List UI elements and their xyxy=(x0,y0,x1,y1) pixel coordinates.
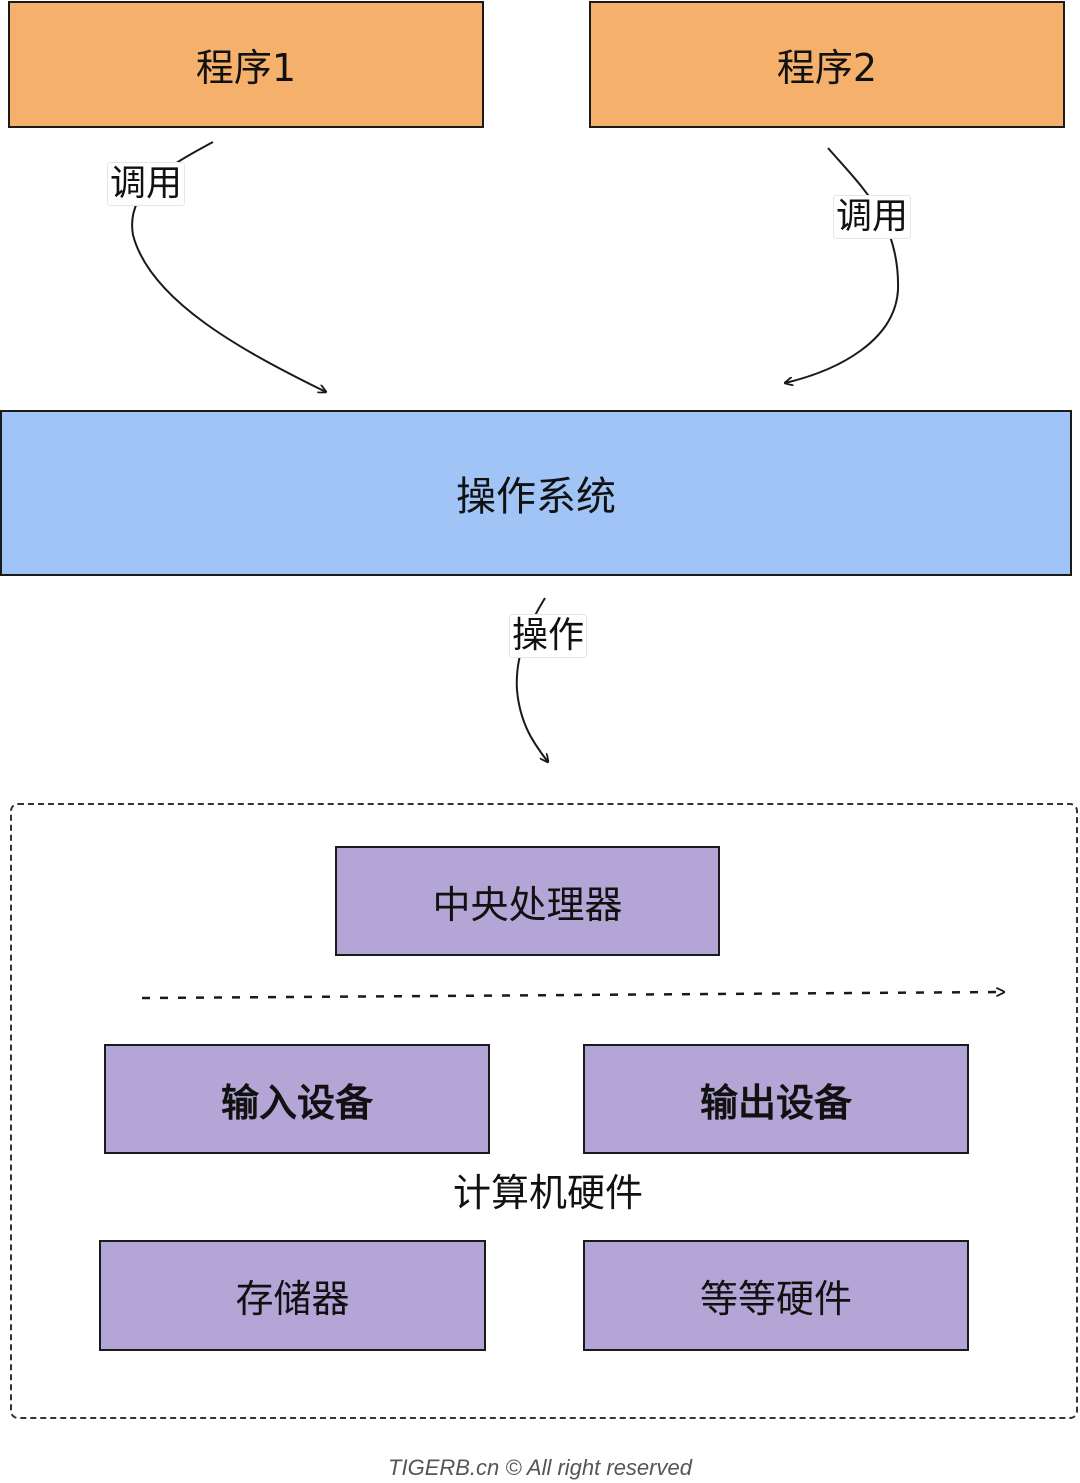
operating-system-node[interactable]: 操作系统 xyxy=(0,410,1072,576)
program-2-node[interactable]: 程序2 xyxy=(589,1,1065,128)
program-2-to-os-arrow xyxy=(785,147,900,383)
program-1-node[interactable]: 程序1 xyxy=(8,1,484,128)
operating-system-label: 操作系统 xyxy=(456,474,616,520)
cpu-label: 中央处理器 xyxy=(432,882,623,927)
input-device-label: 输入设备 xyxy=(220,1080,373,1125)
output-device-label: 输出设备 xyxy=(699,1080,852,1125)
input-device-node[interactable]: 输入设备 xyxy=(104,1044,490,1154)
program-1-label: 程序1 xyxy=(195,46,297,90)
operate-edge-label: 操作 xyxy=(509,614,588,658)
program-2-label: 程序2 xyxy=(776,46,878,90)
hardware-group-label: 计算机硬件 xyxy=(452,1171,643,1215)
cpu-node[interactable]: 中央处理器 xyxy=(335,846,720,956)
copyright-footer: TIGERB.cn © All right reserved xyxy=(388,1455,692,1480)
hardware-group-container xyxy=(10,803,1078,1419)
call-edge-label-left: 调用 xyxy=(107,162,186,206)
storage-node[interactable]: 存储器 xyxy=(99,1240,486,1351)
output-device-node[interactable]: 输出设备 xyxy=(583,1044,969,1154)
storage-label: 存储器 xyxy=(235,1277,350,1321)
call-edge-label-right: 调用 xyxy=(833,195,912,239)
other-hardware-node[interactable]: 等等硬件 xyxy=(583,1240,969,1351)
other-hardware-label: 等等硬件 xyxy=(699,1277,852,1321)
